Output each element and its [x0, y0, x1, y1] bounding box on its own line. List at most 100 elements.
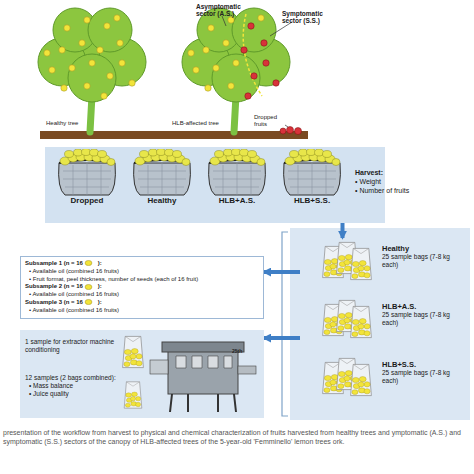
lemon-icon: [84, 260, 93, 266]
node-text: Subsample 3 (n = 16: [25, 299, 83, 305]
node-text: 25 sample bags (7-8 kg each): [382, 369, 462, 385]
node-text: Harvest:: [355, 169, 415, 178]
text-line: • Fruit format, peel thickness, number o…: [25, 276, 259, 284]
node-text: • Available oil (combined 16 fruits): [25, 291, 119, 297]
node-text: HLB+A.S.: [382, 302, 468, 311]
fruit: [44, 50, 50, 56]
subsample-box: Subsample 1 (n = 16):• Available oil (co…: [20, 256, 264, 319]
extraction-box: 1 sample for extractor machine condition…: [20, 330, 264, 418]
fruit: [251, 73, 257, 79]
node-text: 1 sample for extractor machine condition…: [25, 338, 115, 354]
sample-panel: [290, 228, 470, 420]
fruit: [245, 93, 251, 99]
fruit: [233, 60, 239, 66]
fruit: [129, 80, 135, 86]
lemon-icon-use: [85, 284, 92, 289]
fruit: [107, 73, 113, 79]
fruit: [213, 65, 219, 71]
fruit: [223, 40, 229, 46]
node-text: • Mass balance: [25, 382, 125, 390]
lemon-icon-use: [85, 300, 92, 305]
label-text: Asymptomatic sector (A.S.): [196, 3, 256, 18]
bracket: [282, 232, 288, 416]
flow-arrow: [264, 270, 300, 274]
fruit: [117, 40, 123, 46]
sample-bag-icon-use: [124, 382, 142, 408]
fruit: [69, 65, 75, 71]
node-text: HLB+A.S.: [203, 197, 271, 206]
fruit: [203, 47, 209, 53]
node-text: • Available oil (combined 16 fruits): [25, 307, 119, 313]
fruit: [97, 47, 103, 53]
text-line: Subsample 2 (n = 16):: [25, 283, 259, 291]
harvest-band: Harvest:• Weight• Number of fruitsDroppe…: [45, 147, 385, 223]
caption-text: presentation of the workflow from harves…: [3, 428, 469, 446]
sample-group: Healthy25 sample bags (7-8 kg each): [300, 238, 468, 288]
sample-bag-icon: [348, 246, 374, 282]
label-text: Symptomatic sector (S.S.): [282, 10, 342, 25]
fruit: [114, 15, 120, 21]
harvest-bag: HLB+A.S.: [203, 149, 271, 206]
fruit: [261, 40, 267, 46]
harvest-text: Harvest:• Weight• Number of fruits: [355, 169, 415, 195]
fruit: [49, 67, 55, 73]
bag-icon: [128, 149, 196, 197]
fruit: [64, 25, 70, 31]
fruit: [101, 93, 107, 99]
fruit: [84, 17, 90, 23]
node-text: • Juice quality: [25, 390, 125, 398]
sample-bag-icon: [122, 380, 144, 410]
machine-hopper: [150, 360, 168, 374]
bag-icon-use: [134, 149, 191, 195]
harvest-bag: Dropped: [53, 149, 121, 206]
fruit: [119, 60, 125, 66]
sample-bag-icon: [348, 362, 374, 398]
node-text: • Fruit format, peel thickness, number o…: [25, 276, 198, 282]
fruit: [89, 60, 95, 66]
node-text: ):: [94, 299, 102, 305]
fruit: [258, 15, 264, 21]
node-text: Dropped: [53, 197, 121, 206]
text-line: • Available oil (combined 16 fruits): [25, 307, 259, 315]
label-text: HLB-affected tree: [172, 120, 227, 127]
sample-group: HLB+S.S.25 sample bags (7-8 kg each): [300, 354, 468, 404]
label-text: Dropped fruits: [254, 114, 286, 128]
fruit: [263, 60, 269, 66]
node-text: • Weight: [355, 178, 415, 187]
lemon-icon: [84, 299, 93, 305]
text-line: Subsample 3 (n = 16):: [25, 299, 259, 307]
node-text: Subsample 1 (n = 16: [25, 260, 83, 266]
text-block: 1 sample for extractor machine condition…: [25, 338, 115, 354]
node-text: ):: [94, 283, 102, 289]
sample-bag-icon-use: [351, 364, 372, 395]
bag-icon: [203, 149, 271, 197]
fruit: [193, 67, 199, 73]
label-text: 25th: [232, 349, 252, 355]
node-text: • Number of fruits: [355, 187, 415, 196]
fruit: [208, 25, 214, 31]
fruit: [205, 85, 211, 91]
machine-chute: [238, 366, 256, 374]
harvest-bag: HLB+S.S.: [278, 149, 346, 206]
node-text: Healthy: [128, 197, 196, 206]
fruit: [84, 83, 90, 89]
node-text: HLB+S.S.: [278, 197, 346, 206]
bag-icon-use: [284, 149, 341, 195]
flow-arrow: [264, 336, 300, 340]
hlb-affected-tree: [182, 8, 290, 132]
fruit: [79, 40, 85, 46]
node-text: • Available oil (combined 16 fruits): [25, 268, 119, 274]
extractor-machine: [148, 336, 260, 416]
text-line: • Available oil (combined 16 fruits): [25, 291, 259, 299]
node-text: 25 sample bags (7-8 kg each): [382, 311, 462, 327]
text-line: Subsample 1 (n = 16):: [25, 260, 259, 268]
ground: [40, 131, 308, 139]
fruit: [248, 23, 254, 29]
fruit: [59, 47, 65, 53]
node-text: ):: [94, 260, 102, 266]
flow-arrow: [341, 223, 345, 238]
text-block: 12 samples (2 bags combined):• Mass bala…: [25, 374, 125, 398]
node-text: Subsample 2 (n = 16: [25, 283, 83, 289]
leader-line: [222, 16, 292, 127]
fruit: [228, 83, 234, 89]
